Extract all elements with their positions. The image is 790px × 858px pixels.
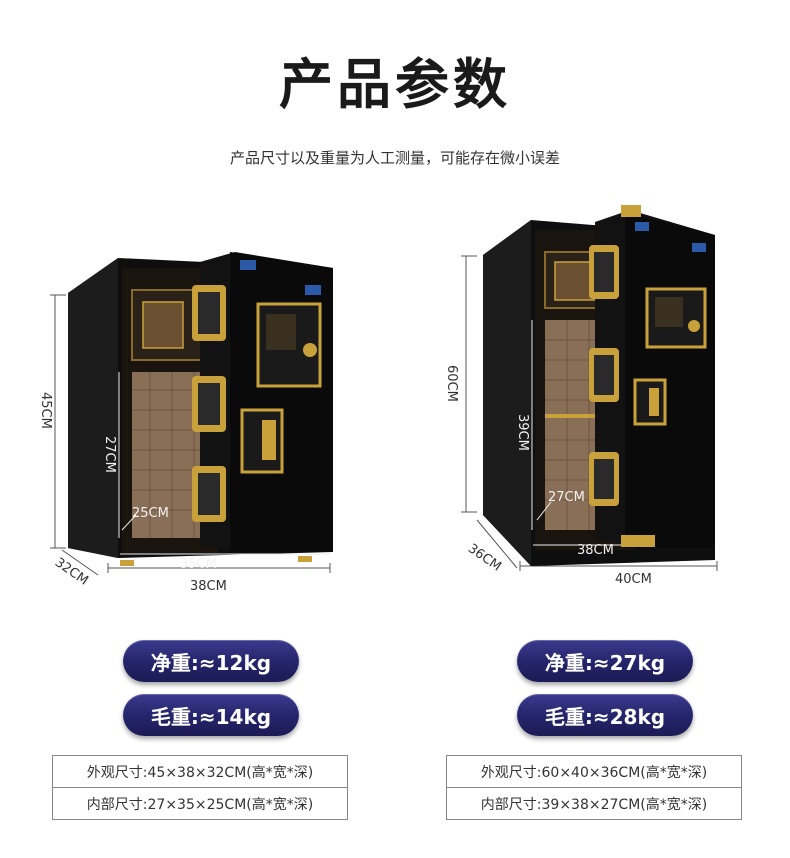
inner-depth-dimension-label: 25CM — [132, 506, 169, 521]
product-panel-large: 60CM 39CM 27CM 38CM 36CM 40CM 净重:≈27kg 毛… — [395, 0, 790, 858]
net-weight-badge: 净重:≈12kg — [123, 640, 299, 682]
width-dimension-label: 40CM — [615, 572, 652, 587]
safe-illustration-small — [50, 252, 333, 576]
outer-size-row: 外观尺寸:60×40×36CM(高*宽*深) — [447, 756, 741, 788]
height-dimension-label: 60CM — [444, 365, 459, 402]
outer-size-row: 外观尺寸:45×38×32CM(高*宽*深) — [53, 756, 347, 788]
spec-table-large: 外观尺寸:60×40×36CM(高*宽*深) 内部尺寸:39×38×27CM(高… — [446, 755, 742, 820]
gross-weight-badge: 毛重:≈28kg — [517, 694, 693, 736]
inner-size-row: 内部尺寸:39×38×27CM(高*宽*深) — [480, 796, 708, 813]
inner-size-row: 内部尺寸:27×35×25CM(高*宽*深) — [86, 796, 314, 813]
product-panel-small: 45CM 27CM 25CM 35CM 32CM 38CM 净重:≈12kg 毛… — [38, 252, 348, 820]
inner-height-dimension-label: 39CM — [515, 414, 530, 451]
page-title: 产品参数 — [279, 53, 511, 116]
height-dimension-label: 45CM — [38, 392, 53, 429]
safe-illustration-large — [461, 205, 718, 571]
width-dimension-label: 38CM — [190, 579, 227, 594]
inner-width-dimension-label: 38CM — [577, 543, 614, 558]
net-weight-badge: 净重:≈27kg — [517, 640, 693, 682]
inner-depth-dimension-label: 27CM — [548, 490, 585, 505]
gross-weight-badge: 毛重:≈14kg — [123, 694, 299, 736]
spec-table-small: 外观尺寸:45×38×32CM(高*宽*深) 内部尺寸:27×35×25CM(高… — [52, 755, 348, 820]
inner-height-dimension-label: 27CM — [102, 436, 117, 473]
page-subtitle: 产品尺寸以及重量为人工测量，可能存在微小误差 — [229, 149, 560, 167]
inner-width-dimension-label: 35CM — [180, 557, 217, 572]
